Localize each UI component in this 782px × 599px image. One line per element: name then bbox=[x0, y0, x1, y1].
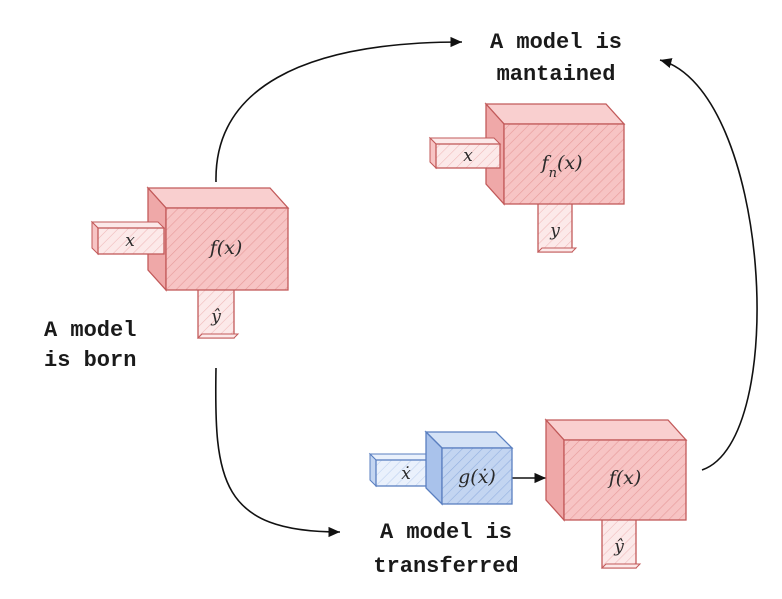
arrow-transferred-to-maintained bbox=[659, 58, 758, 471]
label-maintained: A model is mantained bbox=[490, 30, 622, 87]
label-born: A model is born bbox=[44, 318, 136, 373]
transferred-output-label: ŷ bbox=[613, 537, 624, 557]
maintained-output-block: y bbox=[536, 199, 578, 253]
adapter-input-label: ẋ bbox=[401, 464, 411, 484]
label-maintained-line1: A model is bbox=[490, 30, 622, 55]
transfer-adapter: ẋ g(ẋ) bbox=[368, 430, 514, 506]
transferred-output-block: ŷ bbox=[600, 517, 642, 569]
born-input-label: x bbox=[125, 231, 135, 251]
transferred-function-label: f(x) bbox=[607, 467, 642, 489]
arrow-born-to-maintained bbox=[215, 36, 463, 183]
born-input-block: x bbox=[90, 220, 166, 256]
born-model: ŷ f(x) x bbox=[90, 186, 290, 339]
maintained-input-label: x bbox=[463, 146, 473, 166]
label-born-line2: is born bbox=[44, 348, 136, 373]
maintained-input-block: x bbox=[428, 136, 502, 170]
label-transferred-line2: transferred bbox=[373, 554, 518, 579]
label-maintained-line2: mantained bbox=[497, 62, 616, 87]
adapter-function-label: g(ẋ) bbox=[458, 466, 496, 488]
label-transferred-line1: A model is bbox=[380, 520, 512, 545]
arrow-born-to-transferred bbox=[214, 367, 341, 538]
label-transferred: A model is transferred bbox=[373, 520, 518, 579]
label-born-line1: A model bbox=[44, 318, 136, 343]
maintained-model: y fn(x) x bbox=[428, 102, 626, 253]
born-function-label: f(x) bbox=[208, 237, 243, 259]
maintained-output-label: y bbox=[549, 221, 560, 241]
maintained-function-label: fn(x) bbox=[540, 152, 583, 181]
born-output-block: ŷ bbox=[196, 287, 240, 339]
born-output-label: ŷ bbox=[210, 307, 221, 327]
transferred-model: ŷ f(x) bbox=[544, 418, 688, 569]
